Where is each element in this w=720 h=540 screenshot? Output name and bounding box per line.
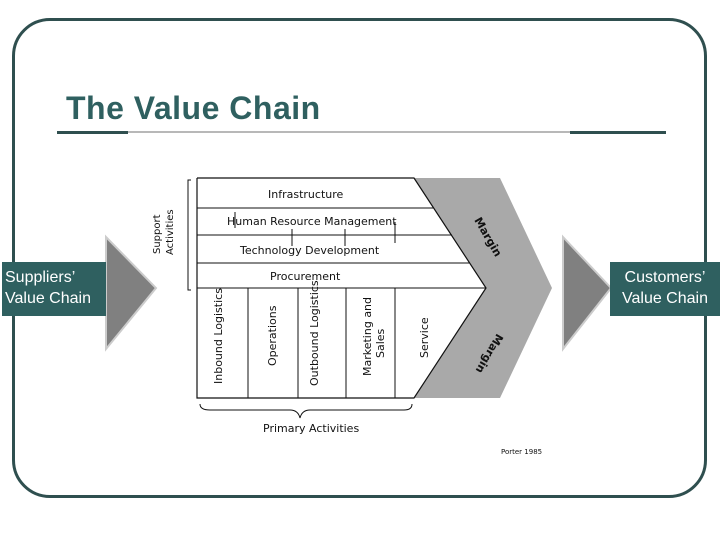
slide-title: The Value Chain: [66, 90, 321, 126]
suppliers-value-chain-box: Suppliers’ Value Chain: [2, 262, 106, 316]
primary-activity-inbound: Inbound Logistics: [212, 288, 225, 384]
title-rule-middle: [128, 131, 570, 133]
primary-brace: [199, 403, 413, 419]
customers-line2: Value Chain: [622, 290, 708, 307]
customers-arrow: [562, 234, 613, 352]
chain-outline: [196, 177, 487, 399]
title-rule-left: [57, 131, 128, 134]
primary-activity-service: Service: [418, 317, 431, 358]
support-activity-hrm: Human Resource Management: [227, 215, 397, 228]
slide-frame: [12, 18, 707, 498]
support-activity-procurement: Procurement: [270, 270, 341, 283]
support-bracket: [187, 179, 191, 291]
primary-activities-label: Primary Activities: [263, 422, 359, 435]
customers-line1: Customers’: [624, 269, 706, 286]
customers-value-chain-box: Customers’ Value Chain: [610, 262, 720, 316]
support-label-line1: Support: [152, 214, 163, 254]
support-label-line2: Activities: [165, 209, 176, 255]
primary-activity-marketing-line1: Marketing and: [361, 297, 374, 376]
primary-activity-outbound: Outbound Logistics: [308, 280, 321, 386]
margin-region: [414, 178, 552, 398]
title-rule-right: [570, 131, 666, 134]
suppliers-line1: Suppliers’: [5, 269, 76, 286]
primary-activity-marketing-line2: Sales: [374, 328, 387, 358]
primary-activity-operations: Operations: [266, 305, 279, 366]
citation: Porter 1985: [501, 448, 542, 456]
suppliers-line2: Value Chain: [5, 290, 91, 307]
support-activity-technology: Technology Development: [239, 244, 380, 257]
support-activity-infrastructure: Infrastructure: [268, 188, 344, 201]
suppliers-arrow: [105, 234, 158, 352]
